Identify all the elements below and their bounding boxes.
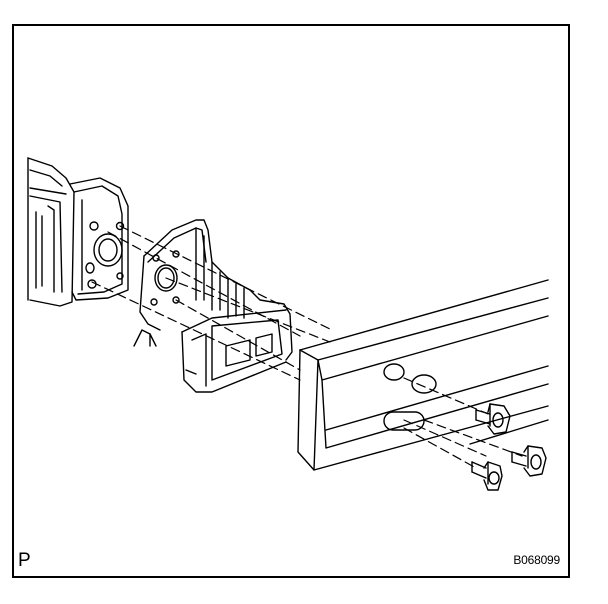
frame-rail-icon <box>27 157 129 307</box>
bolt-icon <box>471 403 547 491</box>
beam-icon <box>297 279 549 471</box>
figure-code: B068099 <box>513 553 560 567</box>
diagram-frame <box>12 24 570 578</box>
bracket-icon <box>133 219 293 393</box>
view-label: P <box>18 550 31 571</box>
alignment-lines <box>91 225 523 469</box>
